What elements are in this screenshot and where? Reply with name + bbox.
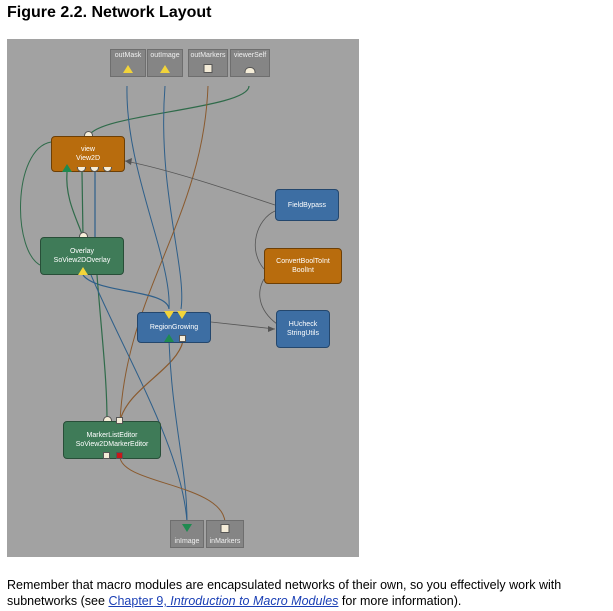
port-outmarkers-label: outMarkers (190, 52, 226, 59)
port-inmarkers-pin-icon[interactable] (220, 524, 230, 533)
module-marker-list-editor[interactable]: MarkerListEditor SoView2DMarkerEditor (63, 421, 161, 459)
chapter-link[interactable]: Chapter 9, Introduction to Macro Modules (108, 594, 338, 608)
marker-output-2-icon[interactable] (116, 452, 123, 459)
connection-overlay-marker (96, 274, 108, 422)
module-field-bypass[interactable]: FieldBypass (275, 189, 339, 221)
module-overlay-name: Overlay (69, 248, 95, 255)
port-viewerself-pin-icon[interactable] (244, 67, 256, 73)
marker-input-2-icon[interactable] (116, 417, 123, 424)
port-viewerself[interactable]: viewerSelf (230, 49, 270, 77)
view-output-green-icon[interactable] (62, 164, 72, 172)
view-output-1-icon[interactable] (77, 167, 86, 172)
port-outmask[interactable]: outMask (110, 49, 146, 77)
module-overlay-type: SoView2DOverlay (53, 257, 111, 264)
module-region-growing[interactable]: RegionGrowing (137, 312, 211, 343)
connection-convert-fieldbypass (254, 210, 276, 270)
module-region-growing-name: RegionGrowing (149, 324, 199, 331)
port-inmarkers-label: inMarkers (209, 538, 241, 545)
connection-outmask (126, 85, 170, 310)
connection-view-loop (20, 141, 52, 267)
port-outimage-label: outImage (150, 52, 180, 59)
overlay-input-icon[interactable] (79, 232, 88, 237)
port-inimage-pin-icon[interactable] (182, 524, 192, 532)
view-input-icon[interactable] (84, 131, 93, 136)
port-inimage[interactable]: inImage (170, 520, 204, 548)
view-output-3-icon[interactable] (103, 167, 112, 172)
connection-marker-inmarkers (119, 456, 226, 523)
module-overlay[interactable]: Overlay SoView2DOverlay (40, 237, 124, 275)
caption-text-before: Remember that macro modules are encapsul… (7, 578, 562, 608)
module-convert-bool[interactable]: ConvertBoolToInt BoolInt (264, 248, 342, 284)
port-outmarkers[interactable]: outMarkers (188, 49, 228, 77)
connections-layer (20, 85, 278, 523)
port-outmask-label: outMask (114, 52, 142, 59)
region-input-2-icon[interactable] (177, 311, 187, 319)
chapter-link-prefix: Chapter 9, (108, 594, 171, 608)
module-marker-list-name: MarkerListEditor (86, 432, 138, 439)
connection-outimage (163, 85, 183, 310)
port-inimage-label: inImage (174, 538, 200, 545)
port-outimage[interactable]: outImage (147, 49, 183, 77)
network-canvas: outMask outImage outMarkers viewerSelf v… (7, 39, 359, 557)
connection-fieldbypass-view (124, 160, 276, 206)
module-hu-check-name: HUcheck (288, 321, 318, 328)
module-convert-bool-type: BoolInt (292, 267, 314, 274)
view-output-2-icon[interactable] (90, 167, 99, 172)
module-hu-check[interactable]: HUcheck StringUtils (276, 310, 330, 348)
module-marker-list-type: SoView2DMarkerEditor (75, 441, 149, 448)
module-field-bypass-name: FieldBypass (287, 201, 327, 209)
module-view-name: view (80, 146, 95, 153)
connection-view-overlay-b (81, 171, 84, 238)
connection-overlay-region (82, 274, 170, 310)
connection-viewerself-view (88, 85, 250, 137)
port-viewerself-label: viewerSelf (233, 52, 267, 59)
marker-output-1-icon[interactable] (103, 452, 110, 459)
connection-outmarkers (119, 85, 209, 422)
arrowhead-hucheck (268, 326, 275, 332)
connection-region-inimage (168, 340, 188, 523)
overlay-output-icon[interactable] (78, 267, 88, 275)
module-convert-bool-name: ConvertBoolToInt (276, 258, 330, 265)
port-outmarkers-pin-icon[interactable] (203, 64, 213, 73)
region-input-1-icon[interactable] (164, 311, 174, 319)
chapter-link-title: Introduction to Macro Modules (170, 594, 339, 608)
port-outimage-pin-icon[interactable] (160, 65, 170, 73)
module-view-type: View2D (76, 155, 100, 162)
module-hu-check-type: StringUtils (287, 330, 319, 337)
connection-region-hucheck (210, 321, 276, 330)
caption-text-after: for more information). (338, 594, 462, 608)
connection-hucheck-convert (259, 278, 278, 325)
figure-title: Figure 2.2. Network Layout (7, 4, 212, 21)
connection-overlay-inimage (90, 274, 188, 523)
port-outmask-pin-icon[interactable] (123, 65, 133, 73)
marker-input-1-icon[interactable] (103, 416, 112, 421)
region-output-green-icon[interactable] (164, 334, 174, 342)
arrowhead-view (125, 158, 132, 165)
region-output-square-icon[interactable] (179, 335, 186, 342)
connection-region-marker (119, 340, 184, 422)
port-inmarkers[interactable]: inMarkers (206, 520, 244, 548)
connection-view-overlay-a (66, 171, 84, 238)
caption-paragraph: Remember that macro modules are encapsul… (7, 577, 611, 609)
